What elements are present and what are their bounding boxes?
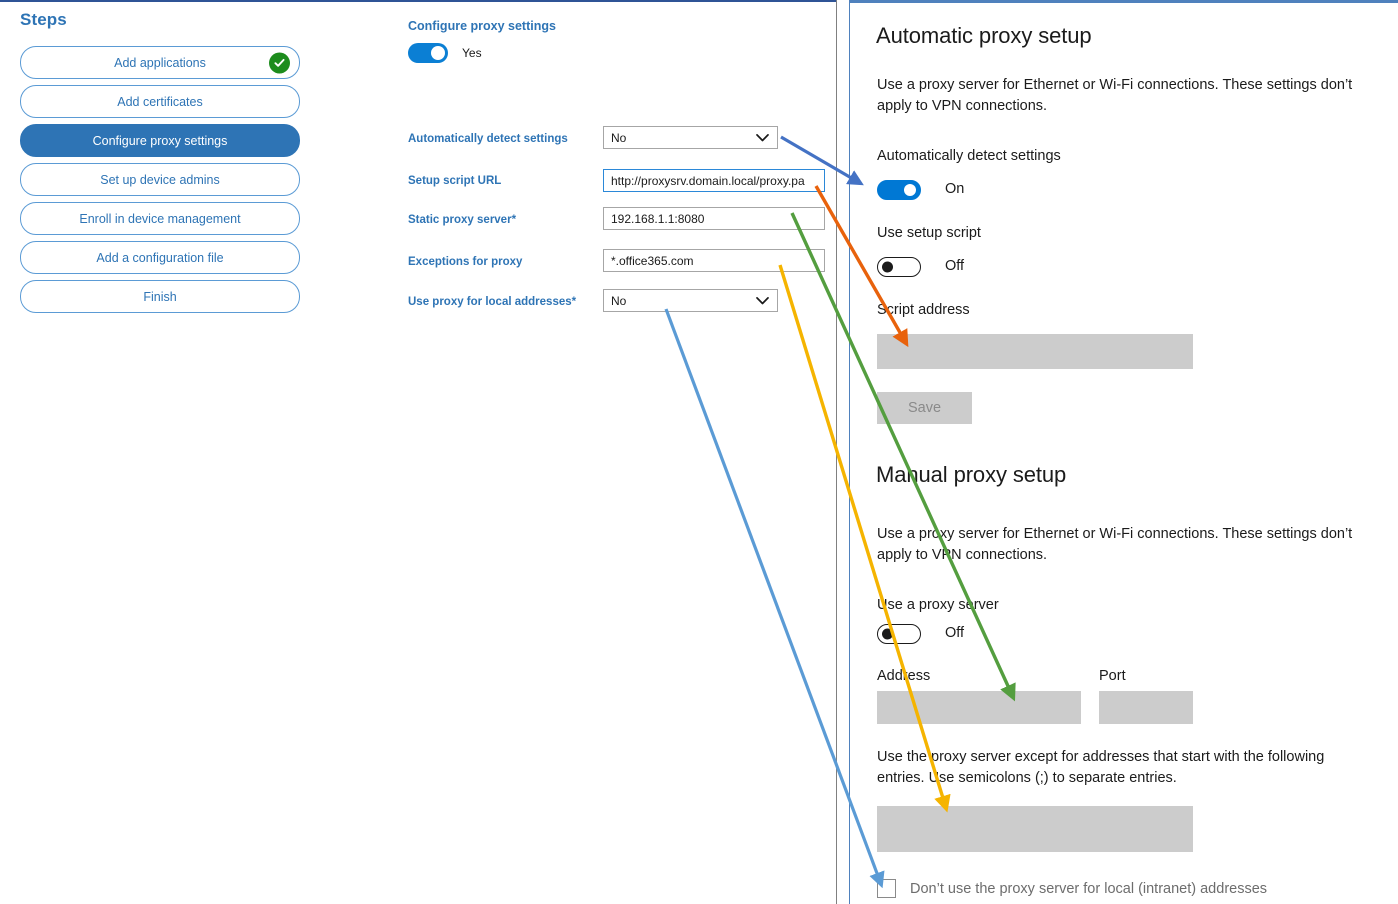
step-label: Add a configuration file xyxy=(96,250,224,265)
manual-proxy-setup-title: Manual proxy setup xyxy=(876,462,1067,487)
step-button-add-a-configuration-file[interactable]: Add a configuration file xyxy=(20,241,300,274)
toggle-knob xyxy=(882,628,893,640)
address-input[interactable] xyxy=(877,691,1081,724)
step-button-set-up-device-admins[interactable]: Set up device admins xyxy=(20,163,300,196)
input-exceptions-for-proxy[interactable]: *.office365.com xyxy=(603,249,825,272)
manual-proxy-setup-description: Use a proxy server for Ethernet or Wi-Fi… xyxy=(877,526,1353,563)
step-button-add-certificates[interactable]: Add certificates xyxy=(20,85,300,118)
step-label: Enroll in device management xyxy=(79,211,241,226)
input-setup-script-url[interactable]: http://proxysrv.domain.local/proxy.pa xyxy=(603,169,825,192)
steps-list: Add applications Add certificates Config… xyxy=(20,46,300,319)
step-button-add-applications[interactable]: Add applications xyxy=(20,46,300,79)
use-a-proxy-server-toggle[interactable] xyxy=(877,624,921,644)
toggle-knob xyxy=(904,184,916,196)
check-circle-icon xyxy=(269,52,290,73)
step-label: Add certificates xyxy=(117,94,203,109)
label-setup-script-url: Setup script URL xyxy=(408,175,502,187)
select-value: No xyxy=(611,293,627,308)
bypass-local-addresses-checkbox[interactable] xyxy=(877,879,896,898)
automatic-proxy-setup-title: Automatic proxy setup xyxy=(876,23,1092,48)
toggle-knob xyxy=(431,46,445,60)
chevron-down-icon xyxy=(756,296,769,305)
proxy-exceptions-description: Use the proxy server except for addresse… xyxy=(877,749,1325,786)
select-value: No xyxy=(611,130,627,145)
use-setup-script-state: Off xyxy=(945,258,965,274)
automatically-detect-settings-label: Automatically detect settings xyxy=(877,148,1061,164)
windows-proxy-settings-panel: Automatic proxy setup Use a proxy server… xyxy=(849,0,1398,904)
configure-proxy-settings-toggle[interactable] xyxy=(408,43,448,63)
input-value: *.office365.com xyxy=(611,253,694,268)
step-label: Configure proxy settings xyxy=(92,133,228,148)
use-a-proxy-server-state: Off xyxy=(945,625,965,641)
bypass-local-addresses-label: Don’t use the proxy server for local (in… xyxy=(910,881,1268,897)
automatically-detect-settings-toggle[interactable] xyxy=(877,180,921,200)
step-button-finish[interactable]: Finish xyxy=(20,280,300,313)
required-marker: * xyxy=(571,296,577,308)
proxy-settings-form: Configure proxy settings Yes Automatical… xyxy=(408,0,828,904)
input-value: http://proxysrv.domain.local/proxy.pa xyxy=(611,173,805,188)
input-static-proxy-server[interactable]: 192.168.1.1:8080 xyxy=(603,207,825,230)
automatically-detect-settings-state: On xyxy=(945,181,965,197)
automatic-proxy-setup-description: Use a proxy server for Ethernet or Wi-Fi… xyxy=(877,77,1353,114)
label-static-proxy-server: Static proxy server* xyxy=(408,214,517,226)
step-button-configure-proxy-settings[interactable]: Configure proxy settings xyxy=(20,124,300,157)
step-button-enroll-in-device-management[interactable]: Enroll in device management xyxy=(20,202,300,235)
step-label: Add applications xyxy=(114,55,206,70)
save-button[interactable]: Save xyxy=(877,392,972,424)
port-input[interactable] xyxy=(1099,691,1193,724)
label-exceptions-for-proxy: Exceptions for proxy xyxy=(408,256,523,268)
required-marker: * xyxy=(511,214,517,226)
port-label: Port xyxy=(1099,668,1126,684)
toggle-knob xyxy=(882,261,893,273)
step-label: Set up device admins xyxy=(100,172,220,187)
script-address-label: Script address xyxy=(877,302,970,318)
step-label: Finish xyxy=(143,289,177,304)
select-use-proxy-for-local-addresses[interactable]: No xyxy=(603,289,778,312)
label-use-proxy-for-local-addresses: Use proxy for local addresses* xyxy=(408,296,577,308)
proxy-exceptions-input[interactable] xyxy=(877,806,1193,852)
address-label: Address xyxy=(877,668,931,684)
configure-proxy-settings-toggle-label: Yes xyxy=(462,46,482,60)
configure-proxy-settings-toggle-row: Yes xyxy=(408,43,482,63)
save-button-label: Save xyxy=(907,400,942,416)
script-address-input[interactable] xyxy=(877,334,1193,369)
panel-divider xyxy=(836,0,837,904)
use-setup-script-toggle[interactable] xyxy=(877,257,921,277)
chevron-down-icon xyxy=(756,133,769,142)
input-value: 192.168.1.1:8080 xyxy=(611,211,705,226)
label-automatically-detect-settings: Automatically detect settings xyxy=(408,133,568,145)
select-automatically-detect-settings[interactable]: No xyxy=(603,126,778,149)
use-a-proxy-server-label: Use a proxy server xyxy=(877,597,999,613)
use-setup-script-label: Use setup script xyxy=(877,225,981,241)
form-heading: Configure proxy settings xyxy=(408,19,556,33)
steps-title: Steps xyxy=(20,10,67,29)
